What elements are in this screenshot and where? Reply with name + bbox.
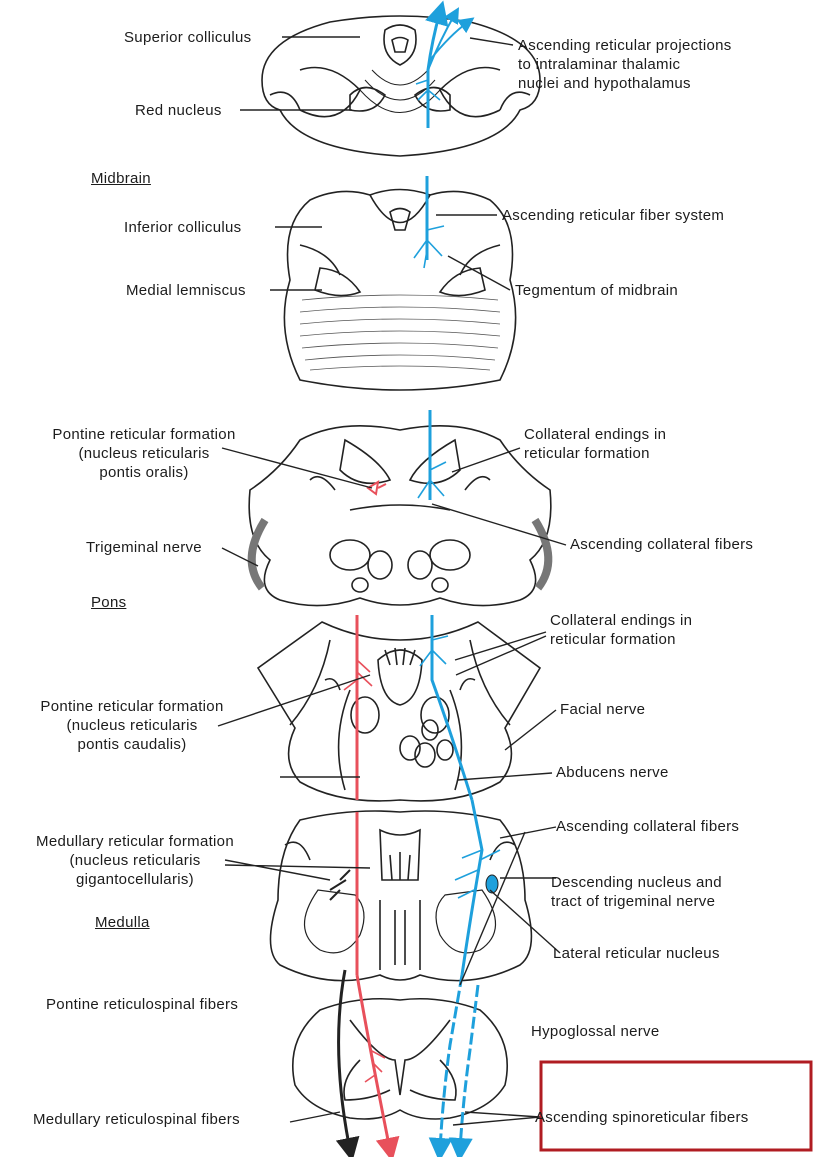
label-collateral-endings-1: Collateral endings in reticular formatio…	[524, 425, 666, 463]
label-red-nucleus: Red nucleus	[135, 101, 222, 120]
label-medullary-reticulospinal-fibers: Medullary reticulospinal fibers	[33, 1110, 240, 1129]
label-medial-lemniscus: Medial lemniscus	[126, 281, 246, 300]
section-label-medulla: Medulla	[95, 914, 150, 931]
label-ascending-reticular-fiber-system: Ascending reticular fiber system	[502, 206, 724, 225]
label-collateral-endings-2: Collateral endings in reticular formatio…	[550, 611, 692, 649]
label-lateral-reticular-nucleus: Lateral reticular nucleus	[553, 944, 720, 963]
label-superior-colliculus: Superior colliculus	[124, 28, 251, 47]
label-abducens-nerve: Abducens nerve	[556, 763, 669, 782]
label-tegmentum-of-midbrain: Tegmentum of midbrain	[515, 281, 678, 300]
label-ascending-collateral-fibers-1: Ascending collateral fibers	[570, 535, 753, 554]
label-hypoglossal-nerve: Hypoglossal nerve	[531, 1022, 660, 1041]
highlight-box	[541, 1062, 811, 1150]
label-pontine-reticular-caudalis: Pontine reticular formation (nucleus ret…	[14, 697, 250, 754]
caudal-pons-section	[258, 622, 540, 801]
label-medullary-reticular-formation: Medullary reticular formation (nucleus r…	[10, 832, 260, 889]
spinal-cord-section	[293, 999, 507, 1119]
section-label-midbrain: Midbrain	[91, 170, 151, 187]
label-ascending-spinoreticular-fibers: Ascending spinoreticular fibers	[535, 1108, 749, 1127]
label-facial-nerve: Facial nerve	[560, 700, 645, 719]
label-ascending-reticular-projections: Ascending reticular projections to intra…	[518, 36, 732, 93]
label-inferior-colliculus: Inferior colliculus	[124, 218, 241, 237]
medulla-section	[270, 811, 531, 981]
label-pontine-reticular-oralis: Pontine reticular formation (nucleus ret…	[26, 425, 262, 482]
label-ascending-collateral-fibers-2: Ascending collateral fibers	[556, 817, 739, 836]
label-descending-nucleus-trigeminal: Descending nucleus and tract of trigemin…	[551, 873, 722, 911]
label-pontine-reticulospinal-fibers: Pontine reticulospinal fibers	[46, 995, 238, 1014]
section-label-pons: Pons	[91, 594, 126, 611]
label-trigeminal-nerve: Trigeminal nerve	[86, 538, 202, 557]
